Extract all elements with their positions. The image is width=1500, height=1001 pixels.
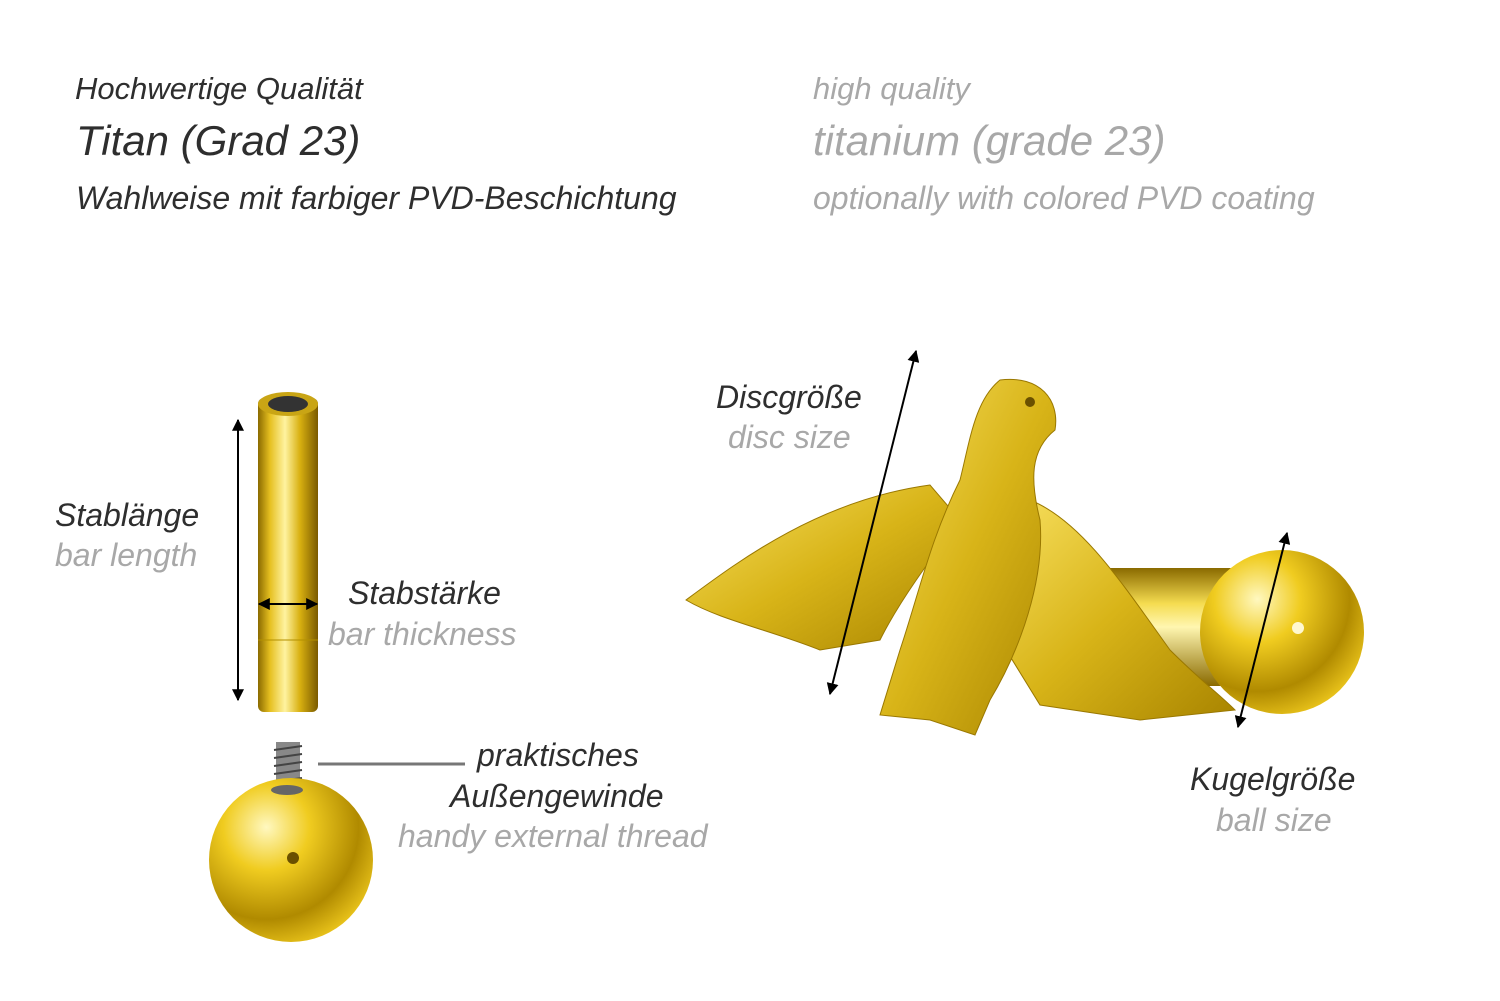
disc-size-label-de: Discgröße: [716, 379, 862, 415]
bar-length-label-en: bar length: [55, 537, 198, 573]
material-de: Titan (Grad 23): [76, 117, 361, 164]
thread-label-de-1: praktisches: [477, 737, 639, 773]
threaded-ball-image: [209, 742, 373, 942]
ball-size-arrow: [1234, 531, 1291, 729]
disc-size-arrow: [826, 349, 920, 696]
material-en: titanium (grade 23): [813, 117, 1166, 164]
bar-image: [258, 392, 318, 712]
quality-de: Hochwertige Qualität: [75, 71, 363, 106]
coating-en: optionally with colored PVD coating: [813, 180, 1315, 216]
bar-thickness-label-de: Stabstärke: [348, 575, 501, 611]
bar-length-label-de: Stablänge: [55, 497, 200, 533]
thread-label-de-2: Außengewinde: [450, 778, 664, 814]
disc-size-label-en: disc size: [728, 419, 851, 455]
ball-size-label-de: Kugelgröße: [1190, 761, 1356, 797]
ball-size-label-en: ball size: [1216, 802, 1332, 838]
coating-de: Wahlweise mit farbiger PVD-Beschichtung: [76, 180, 677, 216]
thread-label-en: handy external thread: [398, 818, 708, 854]
quality-en: high quality: [813, 71, 970, 106]
bar-thickness-label-en: bar thickness: [328, 616, 517, 652]
